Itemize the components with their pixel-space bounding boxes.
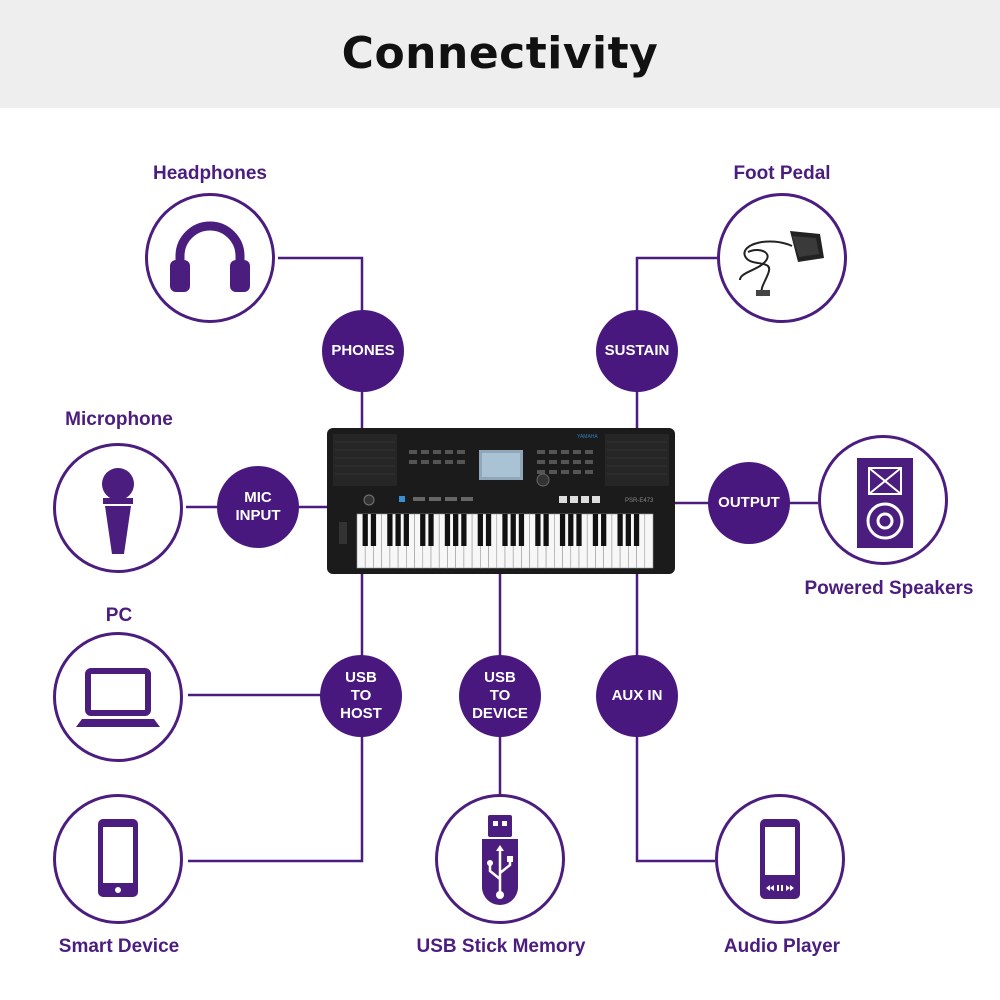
model-text: PSR-E473: [625, 498, 654, 504]
foot-pedal-icon: [739, 231, 824, 297]
black-key: [403, 514, 409, 546]
keyboard-image: PSR-E473 YAMAHA: [327, 428, 675, 574]
black-key: [592, 514, 599, 546]
brand-text: YAMAHA: [577, 434, 598, 440]
foot-pedal-circle: [717, 193, 847, 323]
black-key: [559, 514, 566, 546]
smart-device-label: Smart Device: [58, 936, 180, 957]
microphone-label: Microphone: [65, 409, 173, 430]
black-key: [444, 514, 451, 546]
black-key: [535, 514, 541, 546]
headphones-icon: [170, 221, 250, 292]
usb-stick-label: USB Stick Memory: [416, 936, 586, 957]
speakers-circle: [818, 435, 948, 565]
headphones-circle: [145, 193, 275, 323]
audio-player-circle: [715, 794, 845, 924]
port-output: OUTPUT: [708, 462, 790, 544]
port-mic-input: MIC INPUT: [217, 466, 299, 548]
page-title: Connectivity: [341, 28, 659, 79]
microphone-circle: [53, 443, 183, 573]
port-phones: PHONES: [322, 310, 404, 392]
foot-pedal-label: Foot Pedal: [733, 163, 831, 184]
headphones-label: Headphones: [152, 163, 268, 184]
pc-label: PC: [105, 605, 133, 626]
audio-player-icon: [760, 819, 800, 899]
black-key: [370, 514, 377, 546]
black-key: [625, 514, 631, 546]
line-smart-device: [188, 695, 364, 863]
header-bar: [0, 0, 1000, 108]
smartphone-icon: [98, 819, 138, 897]
black-key: [633, 514, 640, 546]
black-key: [477, 514, 483, 546]
smart-device-circle: [53, 794, 183, 924]
black-key: [485, 514, 492, 546]
black-key: [502, 514, 508, 546]
usb-stick-circle: [435, 794, 565, 924]
black-key: [362, 514, 368, 546]
speakers-label: Powered Speakers: [804, 578, 974, 599]
port-aux-in: AUX IN: [596, 655, 678, 737]
usb-stick-icon: [482, 815, 518, 905]
black-key: [510, 514, 516, 546]
black-key: [420, 514, 426, 546]
black-key: [543, 514, 549, 546]
speaker-icon: [857, 458, 913, 548]
audio-player-label: Audio Player: [723, 936, 841, 957]
black-key: [617, 514, 623, 546]
laptop-icon: [76, 668, 160, 727]
white-key: [644, 513, 654, 569]
pc-circle: [53, 632, 183, 762]
black-key: [387, 514, 393, 546]
black-key: [576, 514, 582, 546]
black-key: [395, 514, 401, 546]
port-sustain: SUSTAIN: [596, 310, 678, 392]
black-key: [518, 514, 525, 546]
microphone-icon: [102, 468, 134, 554]
black-key: [461, 514, 467, 546]
black-key: [568, 514, 574, 546]
black-key: [601, 514, 607, 546]
port-usb-to-device: USB TO DEVICE: [459, 655, 541, 737]
port-usb-to-host: USB TO HOST: [320, 655, 402, 737]
black-key: [428, 514, 434, 546]
black-key: [453, 514, 459, 546]
